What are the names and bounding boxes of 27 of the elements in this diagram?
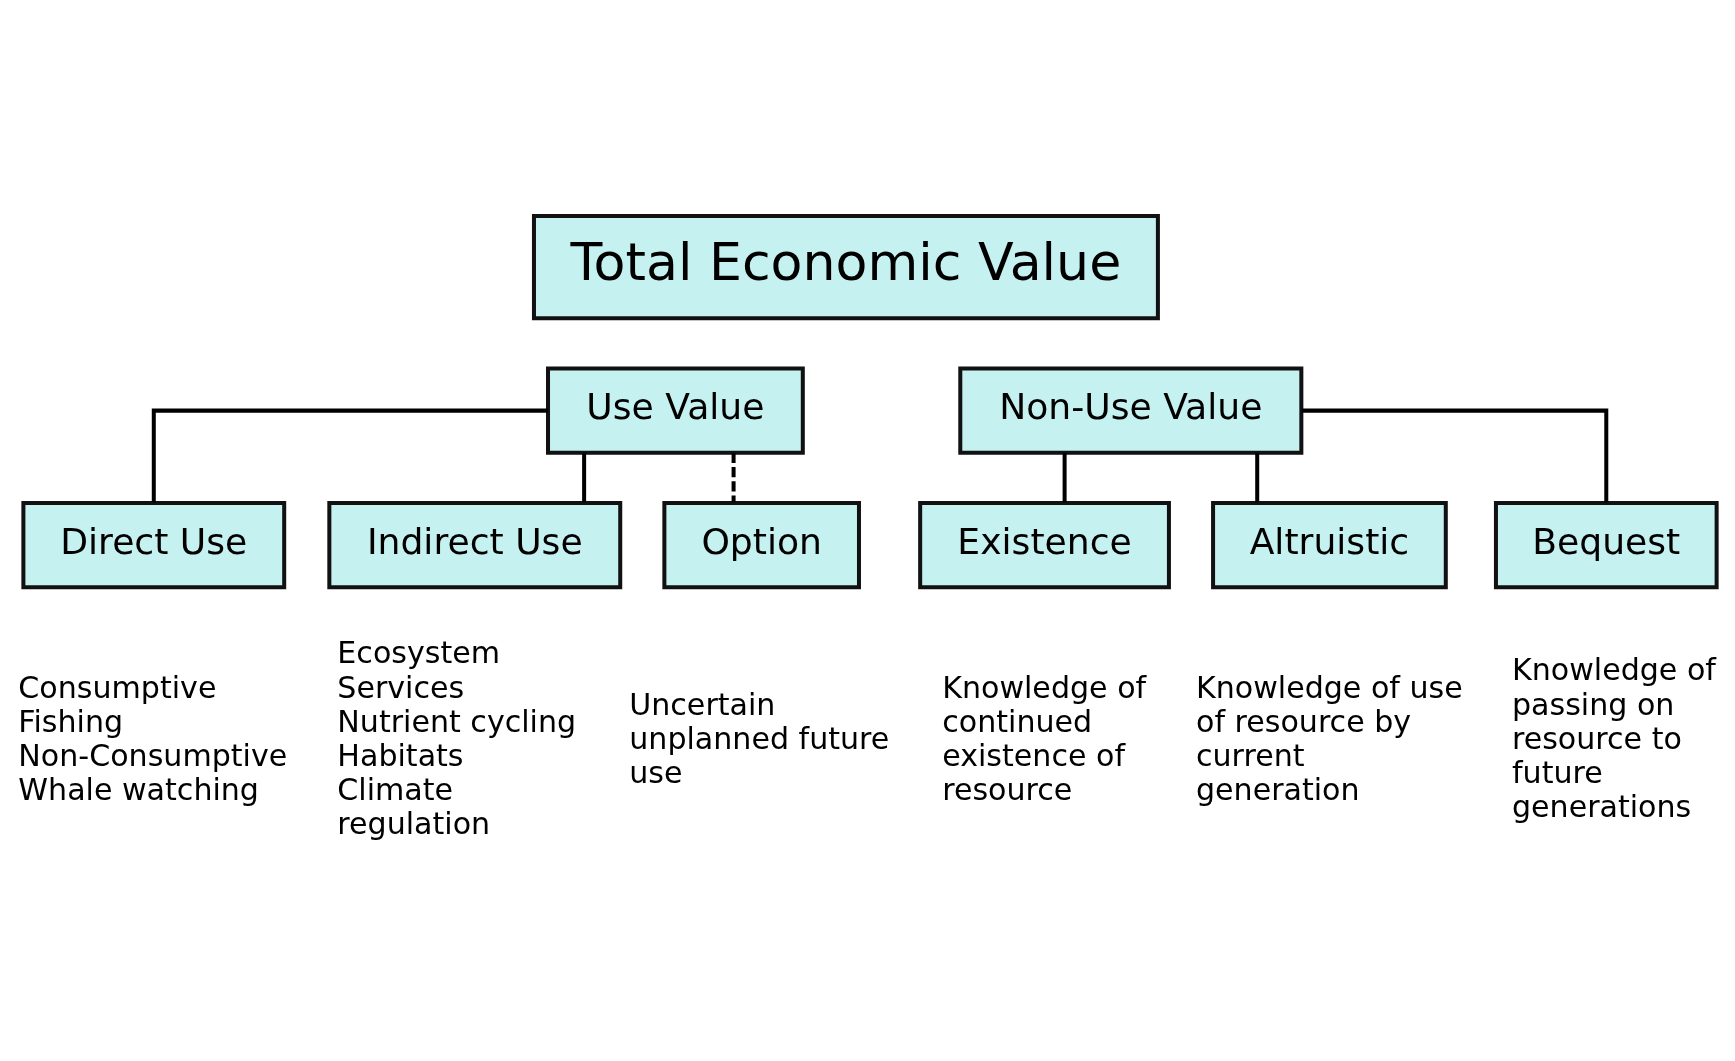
node-label: Knowledge of passing on resource to future generations: [1512, 651, 1716, 824]
node-box: Direct Use: [21, 500, 287, 589]
node-label: Whale watching: [18, 771, 259, 807]
node-label: Habitats: [337, 737, 464, 773]
connector: [151, 408, 548, 502]
connector: [1255, 452, 1260, 502]
connector: [1301, 408, 1609, 502]
node-label: Ecosystem Services: [337, 634, 501, 705]
node-box: Existence: [918, 500, 1171, 589]
node-label: Climate regulation: [337, 771, 491, 841]
node-label: Uncertain unplanned future use: [629, 686, 890, 790]
node-box: Total Economic Value: [531, 213, 1160, 320]
node-box: Non-Use Value: [958, 366, 1304, 455]
node-label: Knowledge of continued existence of resource: [942, 669, 1147, 807]
connector: [1062, 452, 1067, 502]
node-box: Indirect Use: [327, 500, 623, 589]
node-box: Bequest: [1493, 500, 1719, 589]
node-label: Fishing: [18, 703, 124, 739]
connector: [582, 452, 587, 502]
node-label: Nutrient cycling: [337, 703, 577, 739]
node-box: Use Value: [546, 366, 805, 455]
node-box: Altruistic: [1211, 500, 1448, 589]
connector: [731, 452, 736, 502]
node-label: Consumptive: [18, 669, 217, 705]
node-label: Knowledge of use of resource by current generation: [1196, 669, 1463, 807]
node-label: Non-Consumptive: [18, 737, 288, 773]
node-box: Option: [662, 500, 861, 589]
